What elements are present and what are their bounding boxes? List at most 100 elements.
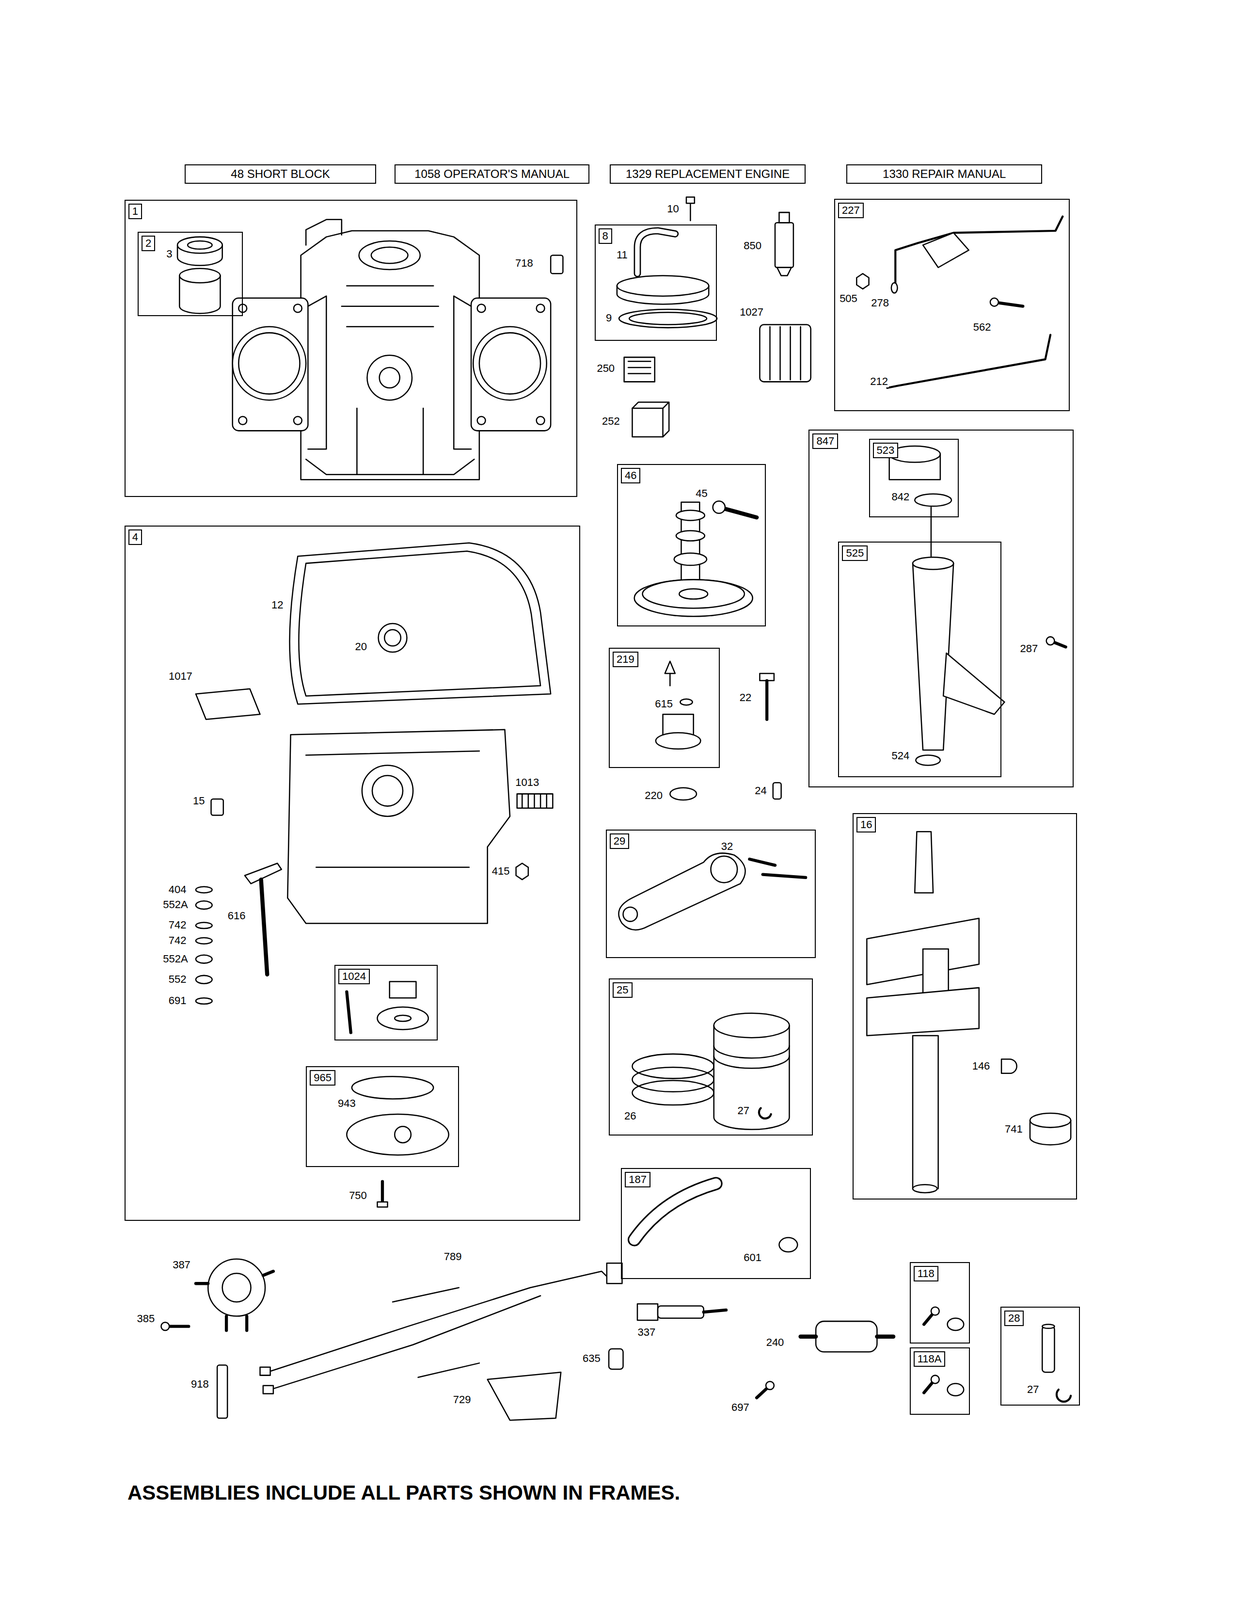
fuel-pump	[217, 1364, 228, 1418]
piston	[632, 1066, 714, 1092]
spark-plug-parts	[637, 1303, 658, 1320]
callout-number: 718	[514, 257, 535, 270]
dipstick	[912, 556, 954, 570]
sealant-tube	[775, 212, 794, 276]
breather	[617, 275, 709, 297]
governor-gear	[669, 787, 697, 800]
callout-number: 11	[615, 249, 629, 261]
governor-gear	[669, 673, 671, 686]
fuel-pump	[160, 1321, 170, 1331]
header-text: 1330 REPAIR MANUAL	[882, 167, 1006, 181]
engine-block	[536, 303, 545, 313]
callout-number: 45	[694, 487, 709, 500]
piston	[759, 1107, 772, 1118]
callout-number: 9	[604, 312, 613, 324]
assembly-number: 4	[128, 529, 143, 545]
governor-bracket	[895, 216, 1063, 286]
fastener-kits	[1042, 1326, 1055, 1373]
spark-plug-parts	[657, 1305, 704, 1318]
crankcase-cover	[195, 954, 213, 964]
engine-block	[238, 303, 247, 313]
connecting-rod	[749, 858, 806, 878]
camshaft	[634, 579, 753, 617]
oil-filter	[769, 326, 801, 380]
assembly-number: 525	[841, 545, 868, 561]
callout-number: 842	[890, 491, 911, 503]
oil-filter	[759, 324, 811, 382]
breather	[637, 230, 676, 274]
callout-number: 789	[443, 1250, 463, 1263]
engine-block	[366, 355, 412, 401]
sealant-tube	[775, 222, 794, 268]
crankcase-cover	[351, 1076, 434, 1099]
callout-number: 1013	[514, 776, 540, 789]
callout-number: 27	[1026, 1383, 1040, 1395]
assembly-number: 2	[141, 235, 156, 252]
callout-number: 691	[167, 994, 188, 1007]
parts-drawing	[160, 197, 1071, 1421]
assembly-number: 28	[1004, 1310, 1024, 1326]
crankcase-cover	[261, 879, 268, 975]
callout-number: 146	[971, 1060, 992, 1072]
engine-block	[301, 230, 480, 480]
callout-number: 278	[870, 297, 890, 309]
fuel-pump	[160, 1258, 273, 1418]
assembly-number: 8	[598, 228, 613, 244]
governor-gear	[665, 661, 676, 674]
assembly-frame: 41024965	[124, 525, 581, 1221]
assembly-frame: 29	[605, 829, 816, 958]
callout-number: 729	[452, 1393, 473, 1406]
wiring-harness	[606, 1262, 623, 1284]
breather	[637, 230, 676, 274]
crankcase-cover	[372, 775, 403, 807]
wiring-harness	[418, 1362, 480, 1377]
oil-seal	[177, 237, 223, 254]
crankcase-cover	[377, 1006, 428, 1030]
engine-block	[305, 219, 342, 246]
engine-block	[305, 459, 475, 475]
callout-number: 20	[354, 640, 368, 653]
spark-plug-parts	[608, 1348, 623, 1369]
breather	[686, 197, 695, 204]
spark-plug-parts	[703, 1309, 727, 1312]
camshaft	[674, 553, 707, 566]
dipstick	[943, 652, 1005, 714]
header-text: 1329 REPLACEMENT ENGINE	[625, 167, 790, 181]
assembly-frame: 2	[137, 231, 243, 317]
governor-gear	[680, 698, 693, 706]
engine-block	[293, 416, 302, 425]
governor-bracket	[922, 232, 969, 268]
callout-number: 10	[665, 203, 680, 215]
crankcase-cover	[195, 937, 213, 944]
engine-block	[473, 326, 547, 400]
engine-block	[232, 326, 306, 400]
governor-gear	[655, 732, 701, 749]
callout-number: 240	[765, 1336, 786, 1348]
governor-bracket	[891, 282, 898, 293]
callout-number: 601	[742, 1251, 763, 1264]
fastener-kits	[931, 1306, 940, 1316]
camshaft	[676, 530, 705, 541]
callout-number: 250	[595, 362, 616, 375]
crankshaft	[1001, 1058, 1017, 1073]
engine-block	[379, 367, 400, 388]
camshaft	[676, 509, 705, 521]
governor-gear	[773, 782, 782, 799]
fuel-hose	[634, 1183, 716, 1240]
crankcase-cover	[195, 997, 213, 1004]
camshaft	[713, 501, 726, 514]
piston	[713, 1045, 790, 1068]
assembly-number: 46	[620, 467, 641, 484]
assembly-frame: 12	[124, 199, 578, 497]
camshaft	[634, 501, 757, 617]
crankcase-cover	[195, 886, 213, 893]
callout-number: 742	[167, 934, 188, 947]
crankcase-cover	[289, 542, 552, 704]
connecting-rod	[710, 855, 738, 883]
governor-bracket	[887, 334, 1051, 388]
baffle-plate	[487, 1371, 561, 1420]
oil-seal	[179, 268, 221, 283]
engine-block	[232, 219, 551, 480]
